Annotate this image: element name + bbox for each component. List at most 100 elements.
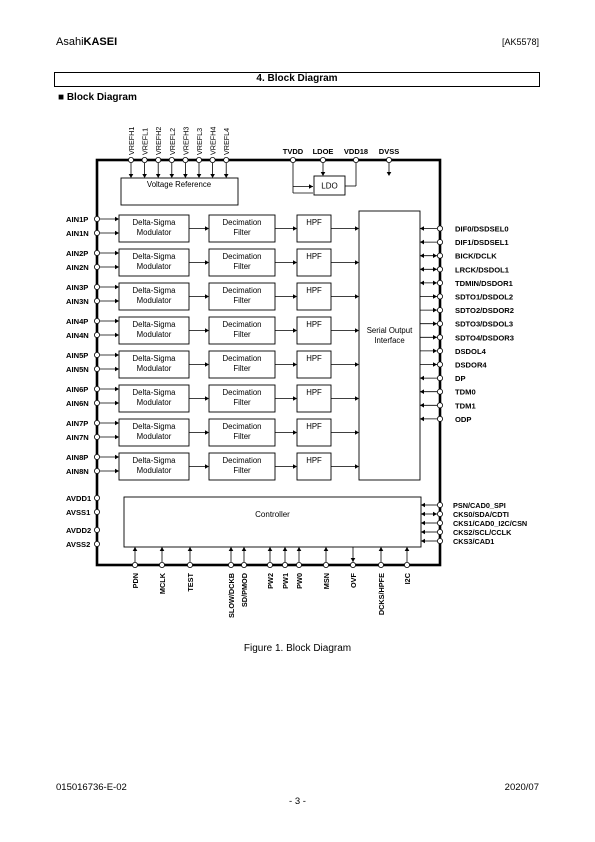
serial-label: Interface — [374, 336, 404, 345]
vref-arrow — [210, 174, 215, 178]
right-pin-terminal — [436, 375, 443, 382]
top-pin-terminal — [352, 156, 359, 163]
right-pin-label: DSDOL4 — [455, 347, 487, 356]
decimation-filter-block — [208, 316, 276, 345]
controller-pin-in-arrow — [421, 538, 425, 544]
ain-pin-label: AIN1P — [66, 215, 88, 224]
bottom-pin-in-arrow — [296, 547, 302, 551]
decimation-label: Decimation — [223, 388, 262, 397]
ain-arrow — [115, 318, 119, 324]
hpf-block — [296, 248, 332, 277]
power-pin-label: AVSS2 — [66, 540, 90, 549]
mod-to-dec-arrow — [205, 396, 209, 401]
footer-date: 2020/07 — [504, 782, 539, 793]
mod-to-dec-arrow — [205, 294, 209, 299]
controller-block — [123, 496, 422, 548]
ain-pin-terminal — [94, 351, 101, 358]
decimation-label: Filter — [233, 364, 251, 373]
ain-pin-label: AIN1N — [66, 229, 89, 238]
bottom-pin-terminal — [227, 562, 234, 569]
right-pin-terminal — [436, 252, 443, 259]
hpf-to-serial-arrow — [355, 396, 359, 401]
right-pin-terminal — [436, 361, 443, 368]
ain-arrow — [115, 264, 119, 270]
ain-pin-label: AIN7N — [66, 433, 89, 442]
power-pin-terminal — [94, 508, 101, 515]
bottom-pin-terminal — [349, 562, 356, 569]
bottom-pin-terminal — [322, 562, 329, 569]
controller-pin-label: CKS2/SCL/CCLK — [453, 528, 512, 537]
dec-to-hpf-arrow — [293, 260, 297, 265]
right-pin-out-arrow — [433, 348, 437, 354]
decimation-label: Decimation — [223, 252, 262, 261]
power-pin-terminal — [94, 541, 101, 548]
controller-pin-label: PSN/CAD0_SPI — [453, 501, 506, 510]
bottom-pin-label: MCLK — [158, 572, 167, 594]
bottom-pin-label: SLOW/DCKB — [227, 573, 236, 618]
right-pin-out-arrow — [433, 267, 437, 272]
dec-to-hpf-arrow — [293, 294, 297, 299]
right-pin-out-arrow — [433, 280, 437, 286]
decimation-label: Filter — [233, 432, 251, 441]
decimation-filter-block — [208, 214, 276, 243]
bottom-pin-label: PW0 — [295, 573, 304, 589]
ain-arrow — [115, 284, 119, 290]
controller-label: Controller — [255, 510, 290, 519]
ain-pin-label: AIN3P — [66, 283, 88, 292]
bottom-pin-terminal — [186, 562, 193, 569]
hpf-to-serial-arrow — [355, 430, 359, 435]
bottom-pin-terminal — [131, 562, 138, 569]
decimation-label: Decimation — [223, 286, 262, 295]
vref-pin-label: VREFH2 — [154, 127, 163, 155]
ain-arrow — [115, 420, 119, 426]
modulator-label: Delta-Sigma — [133, 422, 177, 431]
hpf-block — [296, 384, 332, 413]
bottom-pin-label: SD/PMOD — [240, 573, 249, 607]
bottom-pin-out-arrow — [350, 558, 356, 562]
ain-pin-label: AIN5N — [66, 365, 89, 374]
right-pin-label: SDTO2/DSDOR2 — [455, 306, 514, 315]
ain-pin-label: AIN3N — [66, 297, 89, 306]
modulator-label: Modulator — [137, 330, 172, 339]
right-pin-label: TDM1 — [455, 401, 476, 410]
dec-to-hpf-arrow — [293, 396, 297, 401]
controller-pin-label: CKS0/SDA/CDTI — [453, 510, 509, 519]
ain-arrow — [115, 434, 119, 440]
right-pin-label: DP — [455, 374, 466, 383]
mod-to-dec-arrow — [205, 328, 209, 333]
ldoe-arrow — [320, 172, 326, 176]
delta-sigma-modulator-block — [118, 350, 190, 379]
right-pin-terminal — [436, 225, 443, 232]
ain-pin-terminal — [94, 433, 101, 440]
power-pin-label: AVDD2 — [66, 526, 91, 535]
decimation-filter-block — [208, 350, 276, 379]
hpf-block — [296, 350, 332, 379]
controller-pin-terminal — [436, 501, 443, 508]
bottom-pin-terminal — [266, 562, 273, 569]
right-pin-terminal — [436, 307, 443, 314]
decimation-label: Decimation — [223, 456, 262, 465]
modulator-label: Modulator — [137, 466, 172, 475]
vref-arrow — [169, 174, 175, 178]
ldo-input-arrow — [309, 184, 313, 189]
ain-pin-terminal — [94, 263, 101, 270]
ain-pin-label: AIN6P — [66, 385, 88, 394]
bottom-pin-terminal — [403, 562, 410, 569]
controller-pin-in-arrow — [421, 502, 425, 508]
vref-arrow — [155, 174, 161, 178]
controller-pin-terminal — [436, 520, 443, 527]
right-pin-terminal — [436, 402, 443, 409]
ain-pin-label: AIN4P — [66, 317, 88, 326]
delta-sigma-modulator-block — [118, 384, 190, 413]
ain-pin-label: AIN4N — [66, 331, 89, 340]
ain-arrow — [115, 332, 119, 338]
ain-pin-label: AIN6N — [66, 399, 89, 408]
dec-to-hpf-arrow — [293, 328, 297, 333]
bottom-pin-terminal — [295, 562, 302, 569]
delta-sigma-modulator-block — [118, 418, 190, 447]
ain-arrow — [115, 250, 119, 256]
bottom-pin-terminal — [240, 562, 247, 569]
ain-pin-terminal — [94, 317, 101, 324]
right-pin-label: DIF1/DSDSEL1 — [455, 238, 509, 247]
